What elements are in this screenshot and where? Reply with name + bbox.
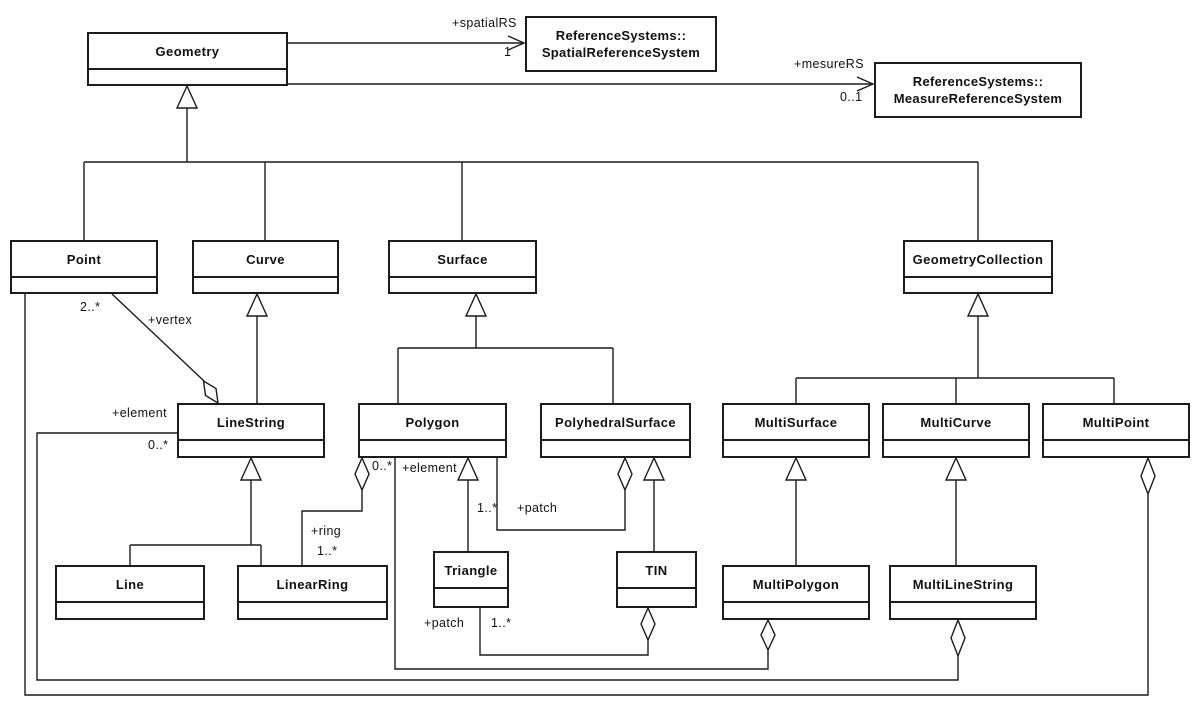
class-geometry: Geometry [87,32,288,86]
assoc-vertex-line [111,293,205,382]
class-geometry-collection-title: GeometryCollection [905,242,1051,278]
generalization-arrow-linestring [239,456,263,481]
generalization-arrow-multicurve [944,456,968,481]
label-linestring-element-multiplicity: 0..* [148,438,169,452]
class-multi-line-string-title: MultiLineString [891,567,1035,603]
class-triangle: Triangle [433,551,509,608]
label-linestring-element-role: +element [112,406,167,420]
class-spatial-reference-system-title-line2: SpatialReferenceSystem [541,45,701,60]
generalization-arrow-curve [245,292,269,317]
label-vertex-role: +vertex [148,313,193,327]
class-line-string-attributes [179,441,323,456]
class-geometry-title: Geometry [89,34,286,70]
class-point-attributes [12,278,156,292]
class-polyhedral-surface-title: PolyhedralSurface [542,405,689,441]
generalization-arrow-geometry [175,84,199,109]
class-curve-title: Curve [194,242,337,278]
class-polygon-attributes [360,441,505,456]
class-polyhedral-surface: PolyhedralSurface [540,403,691,458]
class-curve: Curve [192,240,339,294]
generalization-arrow-surface [464,292,488,317]
assoc-element-linestring [36,432,959,681]
class-multi-point: MultiPoint [1042,403,1190,458]
class-multi-curve: MultiCurve [882,403,1030,458]
label-triangle-patch-multiplicity: 1..* [491,616,512,630]
label-polygon-ring-multiplicity: 0..* [372,459,393,473]
assoc-patch-polygon [496,458,626,531]
class-geometry-collection-attributes [905,278,1051,292]
aggregation-diamond-multilinestring [950,618,966,658]
label-spatialrs-multiplicity: 1 [504,45,512,59]
class-multi-point-title: MultiPoint [1044,405,1188,441]
label-polygon-element-role: +element [402,461,457,475]
class-multi-surface: MultiSurface [722,403,870,458]
label-spatialrs-role: +spatialRS [452,16,517,30]
class-linear-ring-attributes [239,603,386,618]
class-multi-polygon-title: MultiPolygon [724,567,868,603]
label-ring-role: +ring [311,524,342,538]
assoc-spatialrs-arrow [507,35,526,51]
label-polygon-patch-multiplicity: 1..* [477,501,498,515]
class-measure-reference-system-title-line1: ReferenceSystems:: [912,74,1044,89]
class-surface-title: Surface [390,242,535,278]
class-multi-line-string: MultiLineString [889,565,1037,620]
class-tin-title: TIN [618,553,695,589]
generalization-arrow-polyhedralsurface [642,456,666,481]
label-triangle-patch-role: +patch [424,616,465,630]
assoc-element-point [24,294,1149,696]
assoc-element-polygon [394,458,769,670]
class-triangle-title: Triangle [435,553,507,589]
label-vertex-multiplicity: 2..* [80,300,101,314]
class-spatial-reference-system: ReferenceSystems:: SpatialReferenceSyste… [525,16,717,72]
assoc-ring [301,490,363,565]
class-polygon-title: Polygon [360,405,505,441]
class-line: Line [55,565,205,620]
class-point: Point [10,240,158,294]
generalization-arrow-geometrycollection [966,292,990,317]
label-polygon-patch-role: +patch [517,501,558,515]
class-point-title: Point [12,242,156,278]
class-geometry-collection: GeometryCollection [903,240,1053,294]
class-polyhedral-surface-attributes [542,441,689,456]
class-multi-polygon: MultiPolygon [722,565,870,620]
class-multi-surface-title: MultiSurface [724,405,868,441]
aggregation-diamond-polygon-ring [354,456,370,492]
class-line-string-title: LineString [179,405,323,441]
generalization-arrow-multisurface [784,456,808,481]
generalization-arrow-polygon [456,456,480,481]
class-multi-point-attributes [1044,441,1188,456]
class-multi-surface-attributes [724,441,868,456]
class-line-string: LineString [177,403,325,458]
aggregation-diamond-multipolygon [760,618,776,652]
class-multi-line-string-attributes [891,603,1035,618]
label-mesurers-multiplicity: 0..1 [840,90,863,104]
assoc-mesurers-arrow [856,76,875,92]
label-mesurers-role: +mesureRS [794,57,864,71]
aggregation-diamond-tin-patch [640,606,656,642]
aggregation-diamond-linestring-vertex [202,379,219,405]
class-line-attributes [57,603,203,618]
class-measure-reference-system-title-line2: MeasureReferenceSystem [893,91,1063,106]
class-tin: TIN [616,551,697,608]
label-ring-multiplicity: 1..* [317,544,338,558]
class-triangle-attributes [435,589,507,606]
aggregation-diamond-polyhedralsurface-patch [617,456,633,492]
class-measure-reference-system: ReferenceSystems:: MeasureReferenceSyste… [874,62,1082,118]
class-multi-polygon-attributes [724,603,868,618]
aggregation-diamond-multipoint [1140,456,1156,496]
class-geometry-attributes [89,70,286,84]
assoc-patch-triangle [479,608,649,656]
class-curve-attributes [194,278,337,292]
class-surface-attributes [390,278,535,292]
class-spatial-reference-system-title-line1: ReferenceSystems:: [555,28,687,43]
class-linear-ring-title: LinearRing [239,567,386,603]
class-tin-attributes [618,589,695,606]
class-line-title: Line [57,567,203,603]
class-surface: Surface [388,240,537,294]
class-linear-ring: LinearRing [237,565,388,620]
class-multi-curve-title: MultiCurve [884,405,1028,441]
class-polygon: Polygon [358,403,507,458]
class-multi-curve-attributes [884,441,1028,456]
